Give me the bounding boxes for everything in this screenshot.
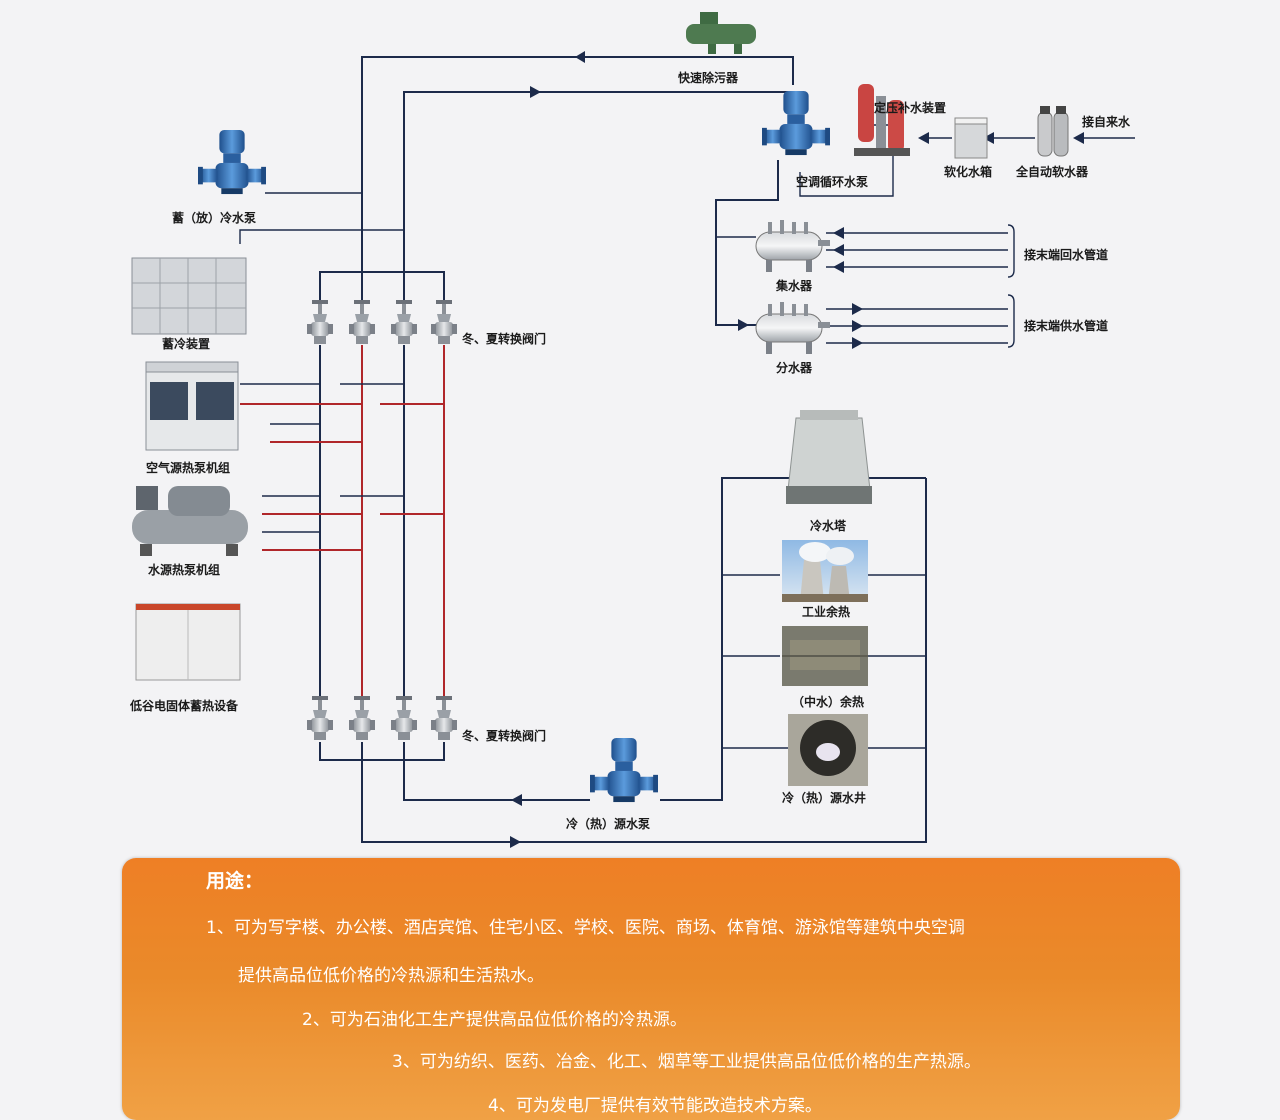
valve-upper-4 [431,300,457,344]
label-reclaimed-water-heat: （中水）余热 [792,694,864,709]
usage-item-1-cont: 提供高品位低价格的冷热源和生活热水。 [238,966,544,986]
valve-lower-1 [307,696,333,740]
industrial-waste-heat-photo [782,540,868,602]
label-quick-decontaminator: 快速除污器 [678,70,739,85]
soft-water-tank [954,117,988,159]
cooling-tower [786,410,872,504]
valve-lower-3 [391,696,417,740]
water-source-heat-pump [132,486,248,556]
air-source-heat-pump [145,361,239,451]
valve-upper-2 [349,300,375,344]
label-storage-pump: 蓄（放）冷水泵 [172,210,256,225]
valve-lower-4 [431,696,457,740]
label-ac-circulation-pump: 空调循环水泵 [796,174,868,189]
reclaimed-water-photo [782,626,868,686]
usage-item-1: 1、可为写字楼、办公楼、酒店宾馆、住宅小区、学校、医院、商场、体育馆、游泳馆等建… [206,918,965,938]
terminal-pipes [715,200,1015,349]
collector-icon [755,219,831,273]
diagram-labels: 快速除污器 定压补水装置 空调循环水泵 软化水箱 全自动软水器 接自来水 蓄（放… [129,70,1131,831]
label-soft-water-tank: 软化水箱 [944,164,992,179]
distributor-icon [755,301,831,355]
usage-item-4: 4、可为发电厂提供有效节能改造技术方案。 [488,1096,822,1116]
label-tap-water-inlet: 接自来水 [1082,114,1131,129]
usage-item-3: 3、可为纺织、医药、冶金、化工、烟草等工业提供高品位低价格的生产热源。 [392,1052,981,1072]
vertical-pipes [319,196,445,761]
source-pump-icon [590,737,658,803]
valve-upper-1 [307,300,333,344]
label-collector: 集水器 [775,278,813,293]
label-industrial-waste-heat: 工业余热 [802,604,850,619]
storage-pump-icon [198,129,266,195]
label-return-pipe: 接末端回水管道 [1024,247,1108,262]
label-supply-pipe: 接末端供水管道 [1024,318,1108,333]
cold-storage-device [131,257,247,335]
label-valve-lower: 冬、夏转换阀门 [462,728,546,743]
valve-lower-2 [349,696,375,740]
valve-upper-3 [391,300,417,344]
label-water-source-heat-pump: 水源热泵机组 [148,562,220,577]
storage-pipes [239,192,404,244]
label-cold-storage-device: 蓄冷装置 [162,336,210,351]
label-auto-softener: 全自动软水器 [1015,164,1089,179]
label-air-source-heat-pump: 空气源热泵机组 [146,460,230,475]
label-low-valley-storage: 低谷电固体蓄热设备 [129,698,239,713]
label-valve-upper: 冬、夏转换阀门 [462,331,546,346]
label-constant-pressure-device: 定压补水装置 [874,100,946,115]
low-valley-storage-device [135,603,241,681]
quick-decontaminator [686,12,756,54]
usage-title: 用途： [206,870,264,892]
label-source-well: 冷（热）源水井 [782,790,866,805]
auto-softener [1037,106,1069,157]
ac-circulation-pump-icon [762,90,830,156]
main-pipe-loop [361,51,1135,331]
label-distributor: 分水器 [776,360,813,375]
label-source-pump: 冷（热）源水泵 [566,816,650,831]
source-well-photo [788,714,868,786]
usage-panel [122,858,1180,1120]
label-cooling-tower: 冷水塔 [810,518,847,533]
constant-pressure-device [854,84,910,156]
usage-item-2: 2、可为石油化工生产提供高品位低价格的冷热源。 [302,1010,687,1030]
lower-pipe-loop [361,477,927,848]
branch-pipes [240,383,444,551]
